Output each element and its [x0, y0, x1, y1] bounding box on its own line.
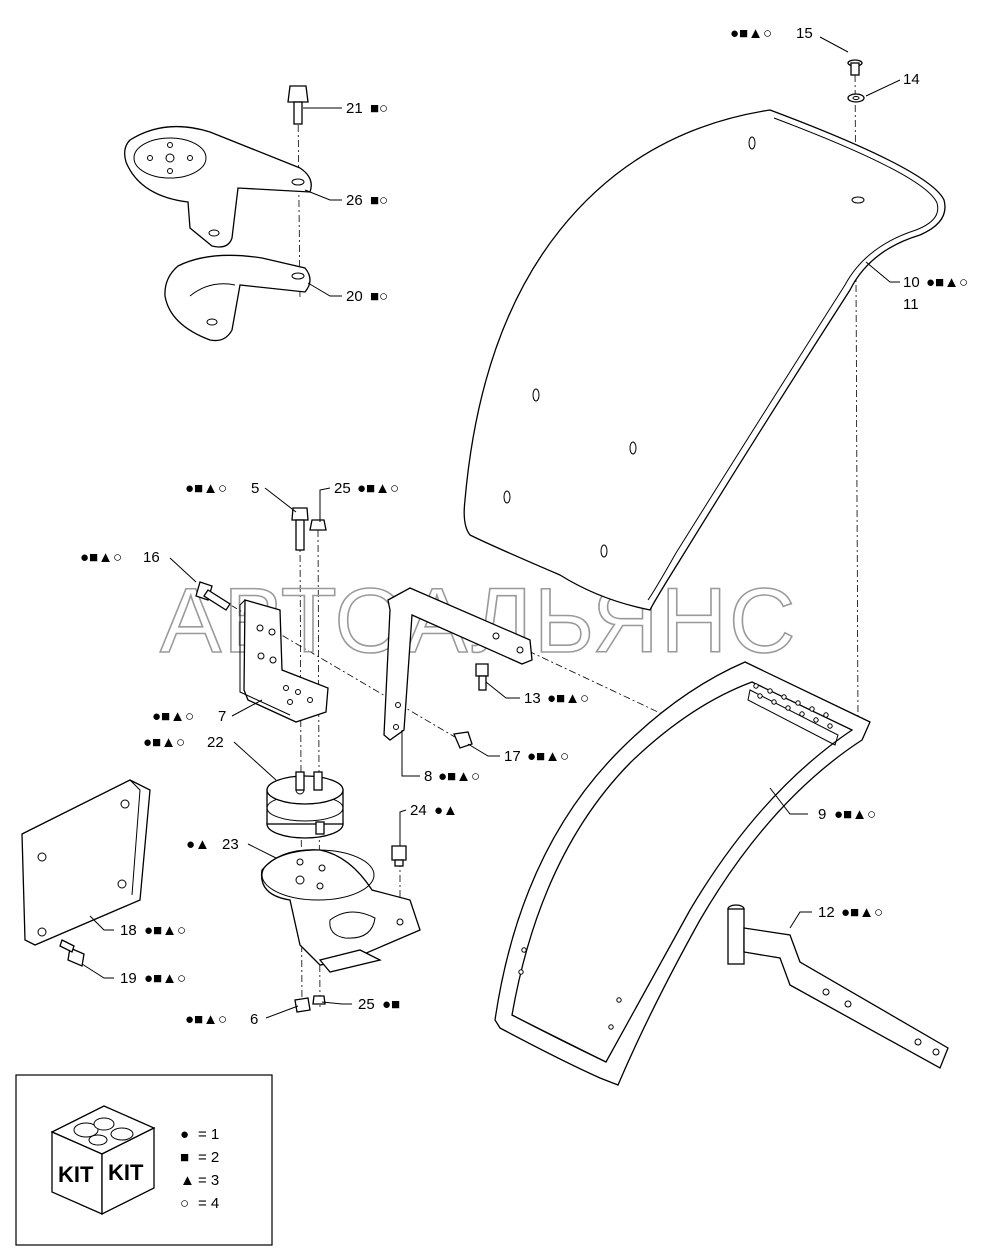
callout-22-prefix: ●■▲○ — [143, 734, 185, 751]
callout-25a: 25 — [334, 480, 351, 497]
callout-5-prefix: ●■▲○ — [185, 480, 227, 497]
nut-25-bottom — [312, 995, 326, 1005]
legend-box: KIT KIT ● = 1 ■ = 2 ▲ = 3 ○ = 4 — [15, 1074, 273, 1246]
callout-13: 13 — [524, 690, 541, 707]
callout-17-suffix: ●■▲○ — [527, 748, 569, 765]
callout-26-suffix: ■○ — [370, 192, 388, 209]
callout-7: 7 — [218, 708, 226, 725]
legend-text-4: = 4 — [198, 1195, 219, 1212]
callout-26: 26 — [346, 192, 363, 209]
callout-10-suffix: ●■▲○ — [926, 274, 968, 291]
washer-14 — [847, 93, 865, 103]
callout-5: 5 — [251, 480, 259, 497]
plate-26 — [124, 125, 312, 248]
callout-6: 6 — [250, 1011, 258, 1028]
legend-symbol-4: ○ — [180, 1195, 189, 1212]
bolt-5 — [291, 507, 309, 551]
callout-19-suffix: ●■▲○ — [144, 970, 186, 987]
bolt-15 — [847, 59, 863, 76]
callout-16-prefix: ●■▲○ — [80, 549, 122, 566]
callout-19: 19 — [120, 970, 137, 987]
callout-15-prefix: ●■▲○ — [730, 25, 772, 42]
bolt-16 — [195, 581, 231, 611]
plate-20 — [164, 254, 311, 342]
callout-25b: 25 — [358, 996, 375, 1013]
bracket-8 — [383, 587, 533, 741]
callout-9: 9 — [818, 806, 826, 823]
legend-text-3: = 3 — [198, 1172, 219, 1189]
callout-10: 10 — [903, 274, 920, 291]
callout-7-prefix: ●■▲○ — [152, 708, 194, 725]
callout-12: 12 — [818, 904, 835, 921]
callout-18-suffix: ●■▲○ — [144, 922, 186, 939]
bolt-21 — [287, 85, 309, 125]
callout-6-prefix: ●■▲○ — [185, 1011, 227, 1028]
fender-stay-12 — [727, 904, 949, 1069]
legend-text-1: = 1 — [198, 1126, 219, 1143]
callout-25b-suffix: ●■ — [382, 996, 400, 1013]
frame-holes — [518, 683, 833, 1030]
kit-label-left: KIT — [58, 1162, 94, 1187]
nut-25-top — [309, 519, 327, 531]
callout-22: 22 — [207, 734, 224, 751]
callout-14: 14 — [903, 71, 920, 88]
bracket-7 — [239, 599, 329, 723]
kit-label-right: KIT — [108, 1160, 144, 1185]
legend-symbol-2: ■ — [180, 1149, 189, 1166]
nut-6 — [294, 997, 311, 1013]
callout-12-suffix: ●■▲○ — [841, 904, 883, 921]
callout-8: 8 — [424, 768, 432, 785]
callout-18: 18 — [120, 922, 137, 939]
callout-25a-suffix: ●■▲○ — [357, 480, 399, 497]
legend-symbol-1: ● — [180, 1126, 189, 1143]
callout-24-suffix: ●▲ — [434, 802, 458, 819]
callout-13-suffix: ●■▲○ — [547, 690, 589, 707]
bolt-24 — [391, 845, 407, 867]
callout-24: 24 — [410, 802, 427, 819]
plate-18 — [21, 779, 151, 946]
callout-11: 11 — [903, 296, 919, 313]
callout-20-suffix: ■○ — [370, 288, 388, 305]
callout-9-suffix: ●■▲○ — [834, 806, 876, 823]
callout-8-suffix: ●■▲○ — [438, 768, 480, 785]
callout-15: 15 — [796, 25, 813, 42]
callout-23: 23 — [222, 836, 239, 853]
fender-frame — [494, 661, 871, 1086]
callout-16: 16 — [143, 549, 160, 566]
damper-22 — [266, 771, 344, 839]
fender-panel — [463, 109, 946, 611]
callout-17: 17 — [504, 748, 521, 765]
legend-symbol-3: ▲ — [180, 1172, 195, 1189]
bolt-13 — [475, 663, 489, 691]
leader-lines — [81, 36, 901, 1019]
bolt-19 — [59, 939, 85, 967]
callout-20: 20 — [346, 288, 363, 305]
callout-21: 21 — [346, 100, 363, 117]
nut-17 — [453, 731, 473, 749]
callout-labels: ●■▲○ 15 14 21 ■○ 26 ■○ 20 ■○ 10 ●■▲○ 11 … — [80, 25, 968, 1028]
callout-21-suffix: ■○ — [370, 100, 388, 117]
kit-box-icon: KIT KIT — [50, 1105, 156, 1216]
callout-23-prefix: ●▲ — [186, 836, 210, 853]
legend-text-2: = 2 — [198, 1149, 219, 1166]
mount-base-23 — [260, 849, 421, 973]
